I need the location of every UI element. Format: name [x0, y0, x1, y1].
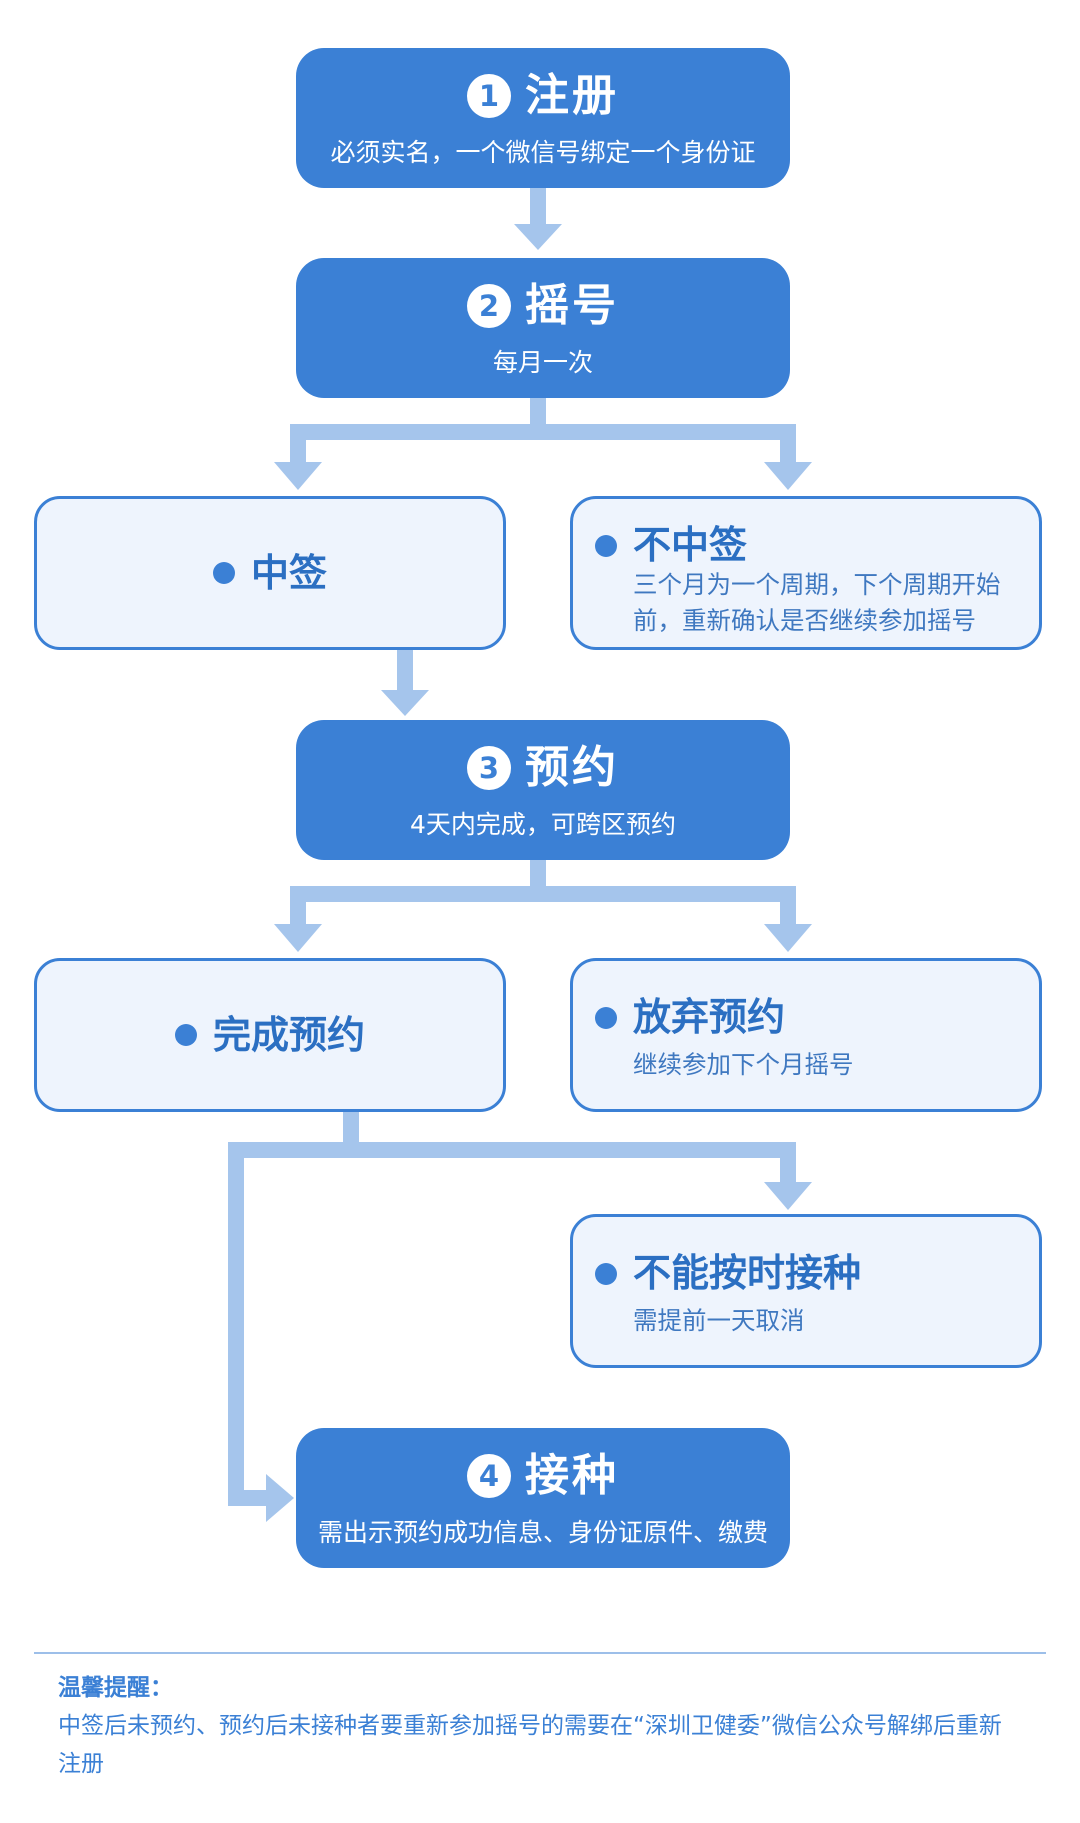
- outcome-title: 不能按时接种: [633, 1251, 862, 1295]
- connector-3-right: [780, 886, 796, 924]
- outcome-title: 中签: [250, 551, 327, 595]
- step-title: 注册: [525, 70, 619, 121]
- step-register: 1 注册 必须实名，一个微信号绑定一个身份证: [296, 48, 790, 188]
- outcome-title: 完成预约: [212, 1013, 365, 1057]
- bullet-dot: [595, 1007, 617, 1029]
- arrow-win-3: [381, 690, 429, 716]
- outcome-win: 中签: [34, 496, 506, 650]
- connector-step4-in: [228, 1490, 266, 1506]
- connector-3-left: [290, 886, 306, 924]
- bullet-dot: [595, 535, 617, 557]
- connector-3-split: [530, 860, 546, 894]
- connector-win-3: [397, 650, 413, 690]
- arrow-3-right: [764, 924, 812, 952]
- outcome-text: 三个月为一个周期，下个周期开始前，重新确认是否继续参加摇号: [633, 570, 1001, 635]
- note-title: 温馨提醒：: [58, 1675, 173, 1701]
- outcome-text: 继续参加下个月摇号: [633, 1050, 854, 1079]
- step-title: 接种: [525, 1450, 619, 1501]
- outcome-title: 放弃预约: [633, 995, 786, 1039]
- outcome-title: 不中签: [633, 523, 748, 567]
- connector-3-bar: [290, 886, 796, 902]
- step-title: 摇号: [525, 280, 619, 331]
- bullet-dot: [174, 1024, 197, 1046]
- arrow-2-left: [274, 462, 322, 490]
- step-subtitle: 每月一次: [492, 348, 593, 377]
- bullet-dot: [595, 1263, 617, 1285]
- step-number-2: 2: [467, 284, 511, 328]
- arrow-1-2: [514, 224, 562, 250]
- step-subtitle: 需出示预约成功信息、身份证原件、缴费: [317, 1518, 768, 1547]
- outcome-giveup: 放弃预约 继续参加下个月摇号: [570, 958, 1042, 1112]
- arrow-2-right: [764, 462, 812, 490]
- arrow-cannot: [764, 1182, 812, 1210]
- step-subtitle: 4天内完成，可跨区预约: [410, 810, 676, 839]
- note-divider: [34, 1652, 1046, 1654]
- outcome-booked: 完成预约: [34, 958, 506, 1112]
- step-number-4: 4: [467, 1454, 511, 1498]
- connector-2-split: [530, 398, 546, 432]
- step-vaccination: 4 接种 需出示预约成功信息、身份证原件、缴费: [296, 1428, 790, 1568]
- connector-2-bar: [290, 424, 796, 440]
- note-text: 中签后未预约、预约后未接种者要重新参加摇号的需要在“深圳卫健委”微信公众号解绑后…: [58, 1713, 1002, 1777]
- connector-1-2: [530, 188, 546, 224]
- arrow-step4: [266, 1474, 294, 1522]
- step-number-1: 1: [467, 74, 511, 118]
- step-number-3: 3: [467, 746, 511, 790]
- arrow-3-left: [274, 924, 322, 952]
- connector-2-left: [290, 424, 306, 462]
- connector-booked-down: [343, 1112, 359, 1150]
- connector-cannot-drop: [780, 1142, 796, 1182]
- outcome-cannot-attend: 不能按时接种 需提前一天取消: [570, 1214, 1042, 1368]
- outcome-text: 需提前一天取消: [633, 1306, 805, 1335]
- step-title: 预约: [525, 742, 619, 793]
- step-booking: 3 预约 4天内完成，可跨区预约: [296, 720, 790, 860]
- step-subtitle: 必须实名，一个微信号绑定一个身份证: [330, 138, 756, 167]
- connector-left-vertical: [228, 1142, 244, 1506]
- connector-2-right: [780, 424, 796, 462]
- connector-booked-bar: [228, 1142, 796, 1158]
- bullet-dot: [212, 562, 235, 584]
- step-lottery: 2 摇号 每月一次: [296, 258, 790, 398]
- outcome-lose: 不中签 三个月为一个周期，下个周期开始前，重新确认是否继续参加摇号: [570, 496, 1042, 650]
